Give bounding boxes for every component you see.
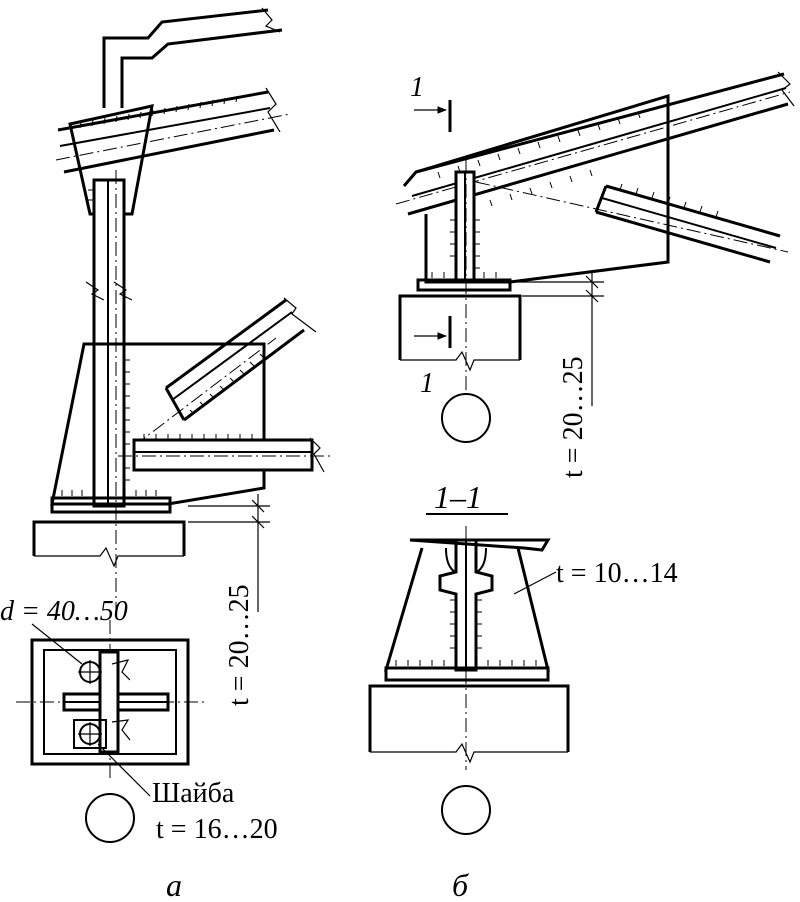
bolt-diameter-label: d = 40…50	[0, 596, 128, 627]
grout-dimension-b: t = 20…25	[514, 270, 604, 478]
rib-thickness-label: t = 10…14	[556, 558, 678, 589]
support-web-b	[416, 160, 512, 392]
section-mark-bottom: 1	[420, 368, 434, 399]
top-gusset	[68, 104, 154, 216]
foundation-b	[398, 294, 522, 443]
section-1-1-drawing	[368, 526, 570, 835]
caption-a: а	[166, 867, 182, 902]
section-marks-b	[414, 100, 452, 348]
diagonal-brace-b	[475, 181, 789, 264]
upper-chord-a	[55, 87, 291, 174]
caption-b: б	[452, 867, 469, 902]
grout-dimension-a: t = 20…25	[188, 494, 270, 706]
grout-thickness-label-b: t = 20…25	[558, 356, 589, 478]
washer-thickness-label: t = 16…20	[156, 814, 278, 845]
top-chord-bent	[102, 7, 283, 108]
panel-a: t = 20…25 d = 40…50 Шайба t = 16…	[0, 7, 330, 902]
column-a	[85, 170, 133, 620]
section-mark-top: 1	[410, 72, 424, 103]
base-plate-plan	[16, 620, 206, 843]
bottom-chord-a	[118, 434, 330, 473]
panel-b: 1 1 t = 20…25 1–1	[368, 71, 795, 902]
washer-label: Шайба	[152, 778, 235, 809]
section-title: 1–1	[434, 479, 482, 515]
foundation-a	[32, 520, 186, 568]
diagonal-brace-a	[133, 297, 317, 447]
grout-thickness-label-a: t = 20…25	[224, 584, 255, 706]
lower-gusset-a	[50, 342, 266, 514]
